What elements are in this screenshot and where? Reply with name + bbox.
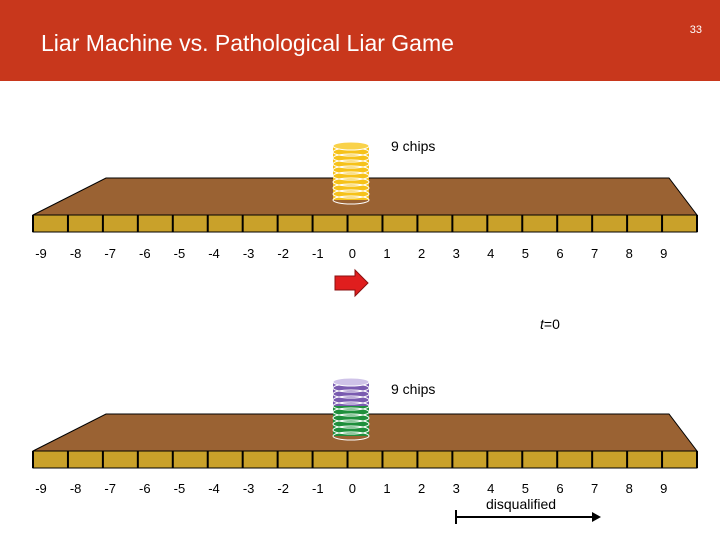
tick-label: -6 [128,481,162,496]
number-line-board-top [0,175,720,255]
slide-title: Liar Machine vs. Pathological Liar Game [41,30,454,57]
chip [333,388,369,394]
tick-label: 1 [370,246,404,261]
tick-label: 8 [612,481,646,496]
ruler-strip [33,215,697,232]
tick-label: 4 [474,246,508,261]
tick-label: -2 [266,246,300,261]
tick-label: -6 [128,246,162,261]
tick-label: -5 [162,246,196,261]
tick-label: -9 [24,481,58,496]
chip [333,158,369,164]
number-line-board-bottom [0,411,720,491]
chip-edge [333,154,369,162]
tick-label: -5 [162,481,196,496]
tick-label: 5 [508,246,542,261]
tick-label: 2 [405,246,439,261]
chip [333,164,369,170]
disqualified-range-arrow-icon [456,510,601,524]
chip-top [333,142,369,150]
page-number: 33 [690,24,702,36]
chip-edge [333,396,369,404]
tick-label: -9 [24,246,58,261]
chip [333,382,369,388]
tick-label: 3 [439,481,473,496]
tick-label: 2 [405,481,439,496]
tick-label: 6 [543,246,577,261]
tick-label: -2 [266,481,300,496]
chip-edge [333,148,369,156]
tick-label: -3 [232,481,266,496]
disqualified-label: disqualified [466,496,576,512]
board-surface [33,178,697,215]
chip-edge [333,160,369,168]
tick-label: 7 [578,481,612,496]
tick-label: 1 [370,481,404,496]
tick-label: -1 [301,246,335,261]
chip [333,146,369,152]
chip-edge [333,402,369,410]
tick-label: 4 [474,481,508,496]
board-bottom-graphic [0,411,720,491]
tick-label: 8 [612,246,646,261]
tick-label: 9 [647,246,681,261]
tick-label: -4 [197,481,231,496]
ruler-strip [33,451,697,468]
red-right-arrow-icon [335,270,368,296]
tick-label: 0 [335,246,369,261]
tick-label: -1 [301,481,335,496]
chips-count-label: 9 chips [391,381,435,397]
chip [333,394,369,400]
chip [333,400,369,406]
slide-header: Liar Machine vs. Pathological Liar Game … [0,0,720,81]
tick-label: 9 [647,481,681,496]
tick-label: 3 [439,246,473,261]
tick-label: -8 [59,246,93,261]
tick-label: -7 [93,246,127,261]
tick-label: -8 [59,481,93,496]
tick-label: 0 [335,481,369,496]
tick-label: -3 [232,246,266,261]
board-surface [33,414,697,451]
time-label: t=0 [540,316,560,332]
tick-label: 5 [508,481,542,496]
chip-top [333,378,369,386]
tick-label: 7 [578,246,612,261]
chip-edge [333,390,369,398]
tick-label: -7 [93,481,127,496]
chips-count-label: 9 chips [391,138,435,154]
tick-label: 6 [543,481,577,496]
board-top-graphic [0,175,720,255]
tick-label: -4 [197,246,231,261]
time-value: =0 [544,316,560,332]
chip [333,152,369,158]
chip-edge [333,384,369,392]
chip-edge [333,166,369,174]
